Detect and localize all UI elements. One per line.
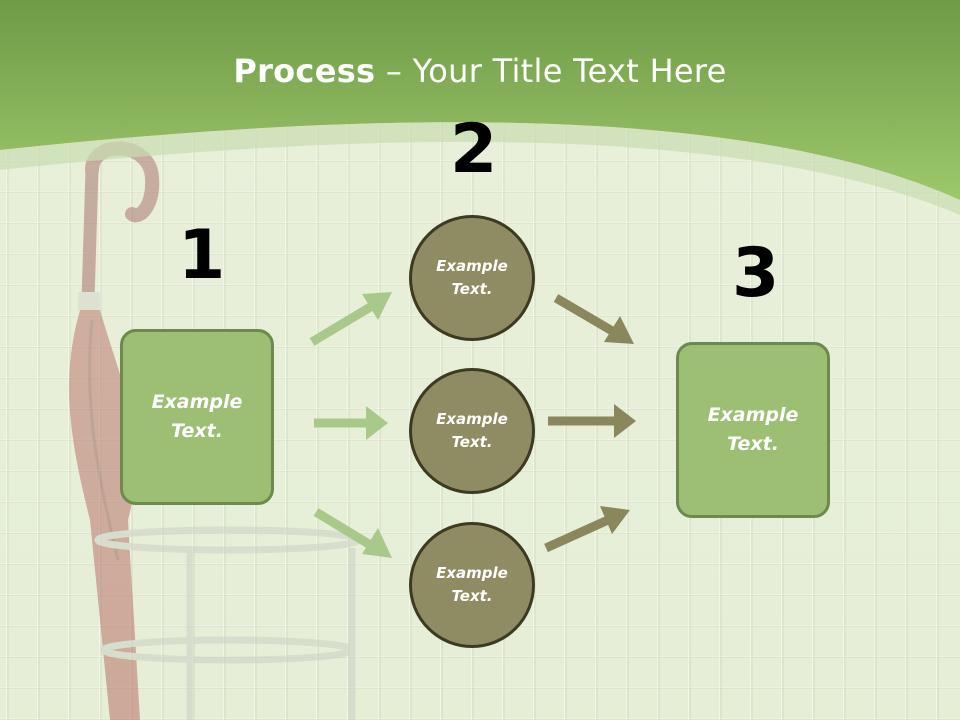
circle-top-text: Example Text. (436, 257, 508, 298)
arrow-right-up (544, 506, 630, 553)
circle-middle-text: Example Text. (436, 410, 508, 451)
step-3-box[interactable]: Example Text. (676, 342, 830, 518)
step-number-2: 2 (450, 110, 498, 189)
step-3-text: Example Text. (707, 404, 799, 455)
step-2-circle-top[interactable]: Example Text. (409, 215, 535, 341)
arrow-left-middle (314, 406, 388, 440)
title-bold: Process (233, 52, 376, 90)
step-2-circle-bottom[interactable]: Example Text. (409, 522, 535, 648)
step-number-1: 1 (178, 216, 226, 295)
step-1-text: Example Text. (151, 391, 243, 442)
arrow-left-down (313, 508, 392, 558)
slide-title: Process – Your Title Text Here (0, 52, 960, 90)
step-number-3: 3 (732, 234, 780, 313)
title-rest: – Your Title Text Here (375, 52, 727, 90)
arrow-right-middle (548, 404, 636, 438)
step-1-box[interactable]: Example Text. (120, 329, 274, 505)
arrow-right-down (553, 294, 634, 344)
header-band (0, 0, 960, 215)
arrow-left-up (309, 292, 392, 346)
step-2-circle-middle[interactable]: Example Text. (409, 368, 535, 494)
circle-bottom-text: Example Text. (436, 564, 508, 605)
